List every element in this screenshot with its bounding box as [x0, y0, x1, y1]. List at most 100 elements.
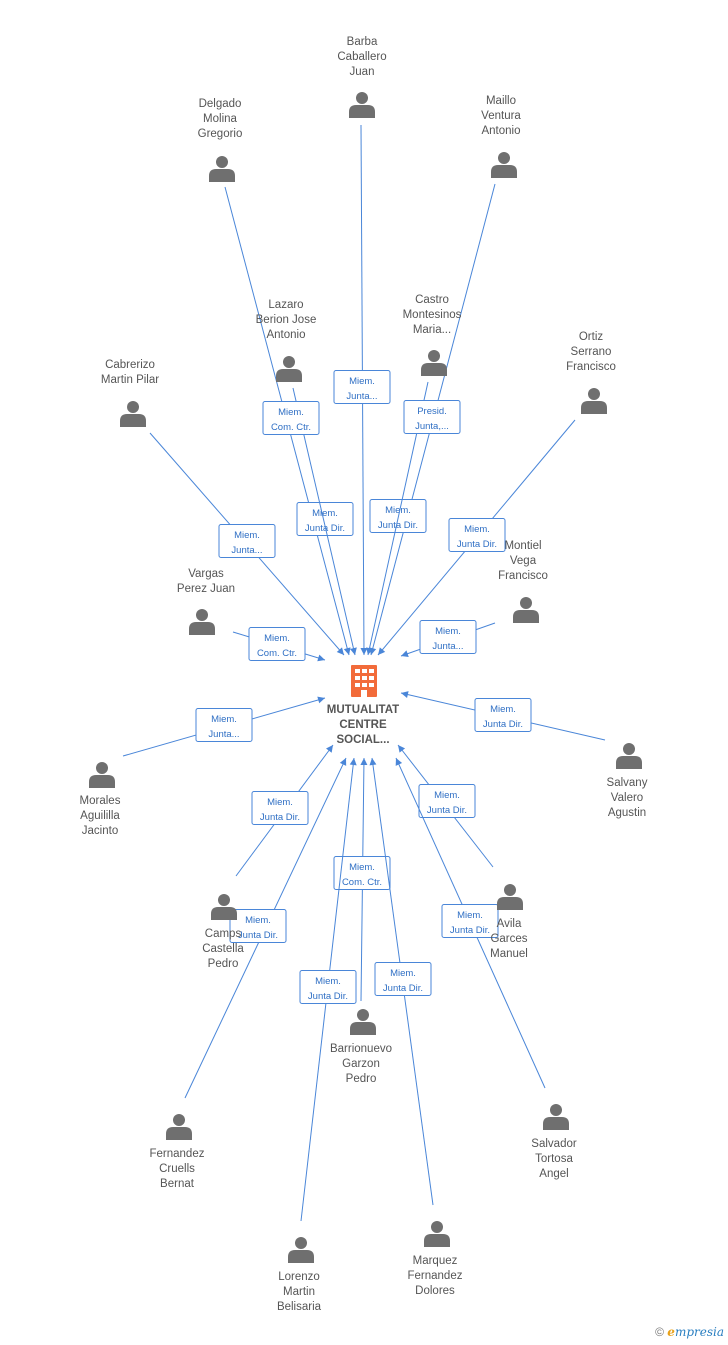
person-name-line: Francisco	[498, 570, 548, 582]
person-icon	[89, 762, 115, 788]
role-label-lazaro[interactable]: Miem.Com. Ctr.	[262, 401, 320, 435]
role-label-box	[262, 401, 320, 435]
role-label-box	[296, 502, 354, 536]
person-name-line: Ortiz	[579, 331, 604, 343]
person-name-line: Martin	[283, 1286, 315, 1298]
person-icon	[543, 1104, 569, 1130]
person-name-line: Bernat	[160, 1178, 195, 1190]
role-label-barba[interactable]: Miem.Junta...	[333, 370, 391, 404]
role-label-box	[369, 499, 427, 533]
arrow-head-icon	[395, 758, 403, 766]
person-icon	[211, 894, 237, 920]
role-label-box	[374, 962, 432, 996]
person-name-line: Pedro	[208, 958, 239, 970]
person-name-line: Ventura	[481, 110, 521, 122]
role-label-marquez[interactable]: Miem. Junta Dir.	[374, 962, 432, 996]
person-icon	[120, 401, 146, 427]
arrow-head-icon	[401, 650, 409, 657]
arrow-head-icon	[398, 745, 406, 753]
footer-brand[interactable]: © empresia	[655, 1325, 724, 1339]
role-label-maillo[interactable]: Miem.Junta Dir.	[369, 499, 427, 533]
copyright-symbol: ©	[655, 1325, 664, 1339]
role-label-box	[403, 400, 461, 434]
role-label-lorenzo[interactable]: Miem.Junta Dir.	[299, 970, 357, 1004]
role-label-box	[218, 524, 276, 558]
role-label-box	[248, 627, 306, 661]
person-name-line: Perez Juan	[177, 583, 235, 595]
person-icon	[424, 1221, 450, 1247]
role-label-vargas[interactable]: Miem.Com. Ctr.	[248, 627, 306, 661]
person-icon	[349, 92, 375, 118]
role-label-text: Junta Dir.	[457, 539, 497, 550]
role-label-salvador[interactable]: Miem.Junta Dir.	[441, 904, 499, 938]
role-label-text: Junta Dir.	[238, 930, 278, 941]
role-label-box	[251, 791, 309, 825]
role-label-barrionuevo[interactable]: Miem.Com. Ctr.	[333, 856, 391, 890]
role-label-ortiz[interactable]: Miem.Junta Dir.	[448, 518, 506, 552]
role-label-box	[419, 620, 477, 654]
person-name-line: Barba	[347, 36, 378, 48]
role-label-box	[418, 784, 476, 818]
person-icon	[616, 743, 642, 769]
role-label-montiel[interactable]: Miem.Junta...	[419, 620, 477, 654]
role-label-box	[299, 970, 357, 1004]
person-name-line: Vega	[510, 555, 537, 567]
edges-layer: Miem.Junta... Miem. Junta Dir. Miem. Junta D…	[122, 124, 606, 1222]
role-label-avila[interactable]: Miem.Junta Dir.	[418, 784, 476, 818]
role-label-text: Junta Dir.	[450, 925, 490, 936]
role-label-camps[interactable]: Miem.Junta Dir.	[251, 791, 309, 825]
person-name-line: Pedro	[346, 1073, 377, 1085]
person-icon	[189, 609, 215, 635]
person-name-line: Lorenzo	[278, 1271, 320, 1283]
role-label-text: Miem.	[390, 968, 416, 979]
role-label-text: Junta Dir.	[260, 812, 300, 823]
person-name-line: Agustin	[608, 807, 646, 819]
role-label-text: Com. Ctr.	[257, 648, 297, 659]
person-name-line: Angel	[539, 1168, 568, 1180]
person-name-line: Montiel	[504, 540, 541, 552]
role-label-text: Junta Dir.	[305, 523, 345, 534]
person-name-line: Castella	[202, 943, 244, 955]
role-label-castro[interactable]: Presid.Junta,...	[403, 400, 461, 434]
role-label-box	[474, 698, 532, 732]
center-node[interactable]: MUTUALITAT CENTRE SOCIAL...	[327, 665, 399, 746]
arrow-head-icon	[360, 758, 368, 766]
person-name-line: Martin Pilar	[101, 374, 159, 386]
role-label-morales[interactable]: Miem.Junta...	[195, 708, 253, 742]
person-name-line: Valero	[611, 792, 643, 804]
role-label-text: Miem.	[385, 505, 411, 516]
person-icon	[581, 388, 607, 414]
role-label-cabrerizo[interactable]: Miem.Junta...	[218, 524, 276, 558]
person-name-line: Cruells	[159, 1163, 195, 1175]
role-label-box	[333, 370, 391, 404]
role-label-text: Junta Dir.	[383, 983, 423, 994]
arrow-head-icon	[350, 647, 357, 655]
person-node-castro[interactable]: CastroMontesinosMaria...	[403, 294, 462, 376]
person-name-line: Tortosa	[535, 1153, 573, 1165]
role-label-delgado[interactable]: Miem.Junta Dir.	[296, 502, 354, 536]
role-label-text: Miem.	[315, 976, 341, 987]
arrow-head-icon	[339, 758, 347, 766]
role-label-text: Miem.	[278, 407, 304, 418]
arrow-head-icon	[317, 696, 325, 704]
person-name-line: Delgado	[199, 98, 242, 110]
role-label-fernandez[interactable]: Miem.Junta Dir.	[229, 909, 287, 943]
role-label-salvany[interactable]: Miem.Junta Dir.	[474, 698, 532, 732]
